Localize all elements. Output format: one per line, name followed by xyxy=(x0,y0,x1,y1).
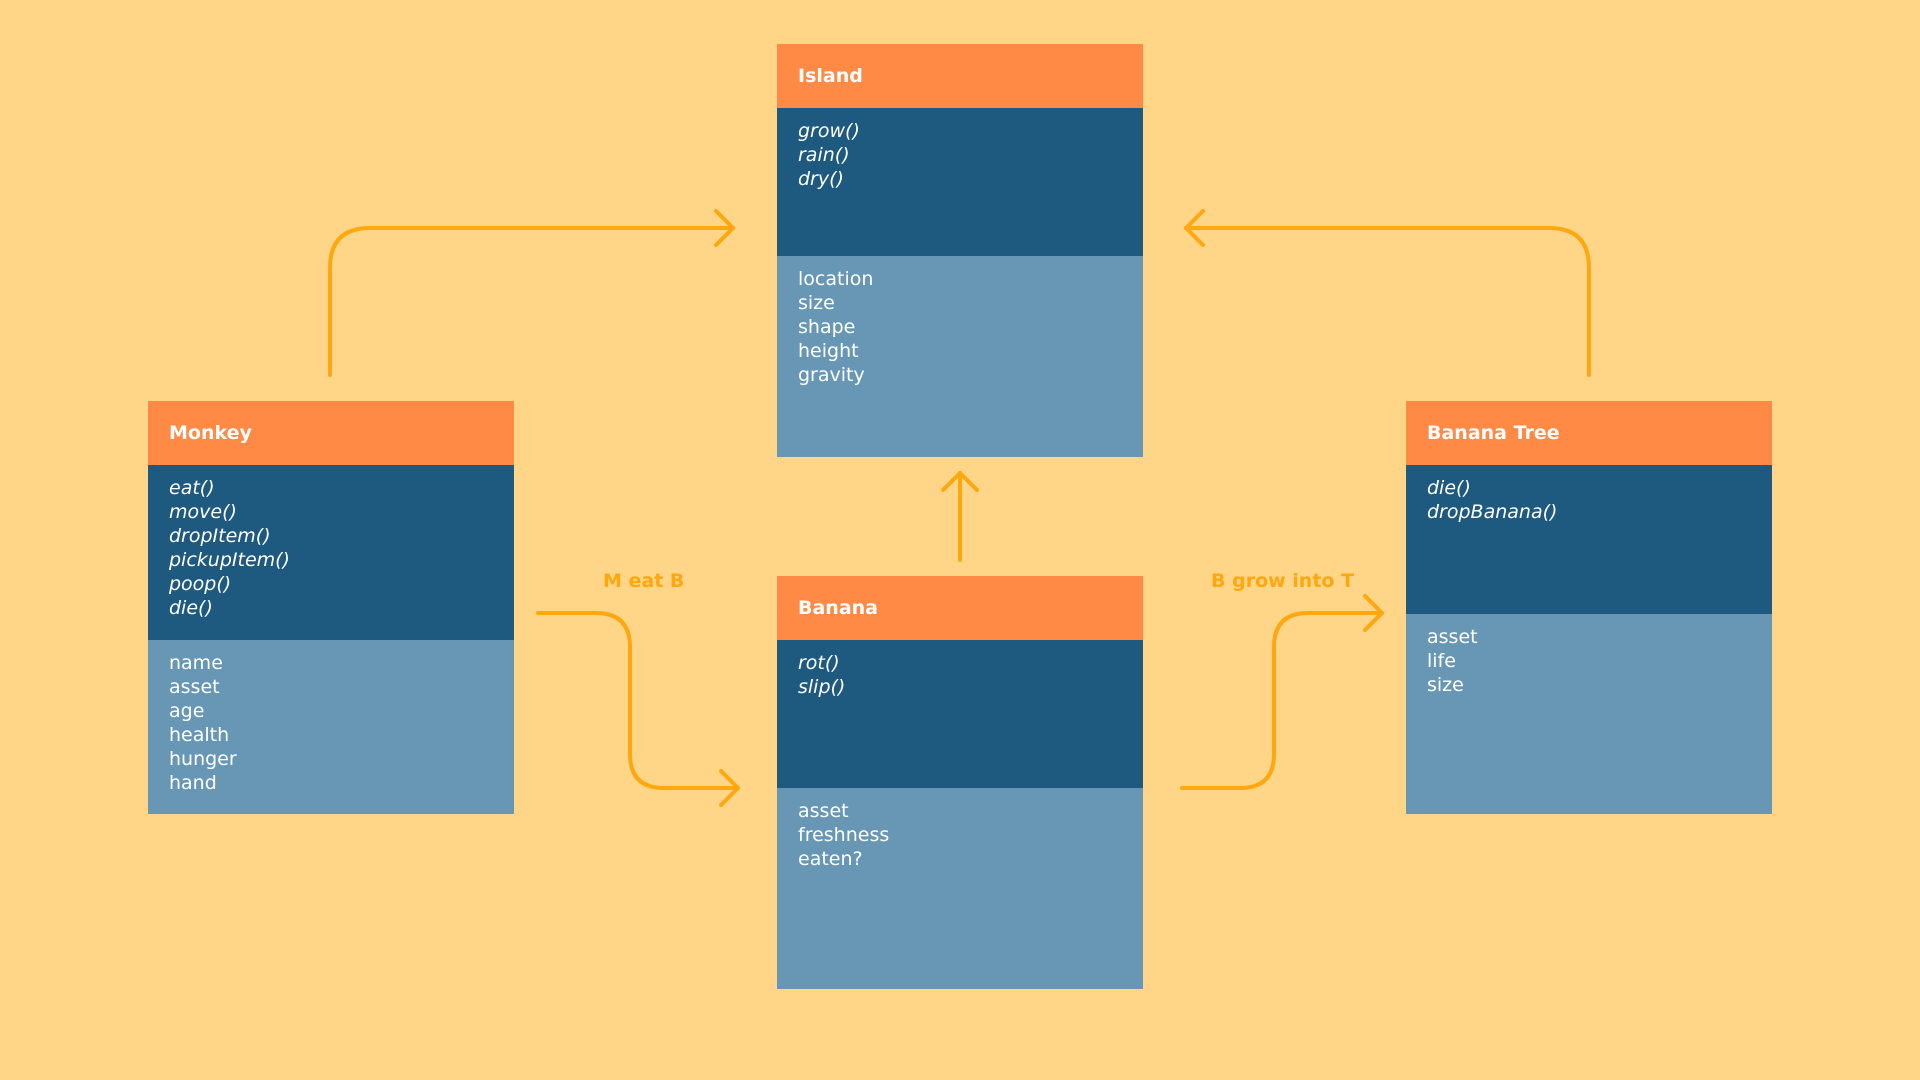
attribute: size xyxy=(1427,674,1464,696)
attribute: size xyxy=(798,292,835,314)
class-island-attributes: location size shape height gravity xyxy=(777,256,1143,457)
class-banana-tree-methods: die() dropBanana() xyxy=(1406,465,1772,614)
class-banana-tree-name: Banana Tree xyxy=(1406,401,1772,465)
arrowhead-monkey-to-banana xyxy=(719,769,740,807)
arrow-monkey-to-island xyxy=(328,226,735,377)
attribute: age xyxy=(169,700,205,722)
attribute: asset xyxy=(798,800,849,822)
class-monkey-methods: eat() move() dropItem() pickupItem() poo… xyxy=(148,465,514,640)
class-monkey-attributes: name asset age health hunger hand xyxy=(148,640,514,814)
arrowhead-banana-to-tree xyxy=(1363,594,1384,632)
method: die() xyxy=(1427,477,1471,499)
class-monkey-name: Monkey xyxy=(148,401,514,465)
relation-label-banana-grows-tree: B grow into T xyxy=(1211,570,1355,592)
method: dropItem() xyxy=(169,525,271,547)
class-banana-attributes: asset freshness eaten? xyxy=(777,788,1143,989)
method: die() xyxy=(169,597,213,619)
method: dropBanana() xyxy=(1427,501,1558,523)
attribute: height xyxy=(798,340,859,362)
class-banana-methods: rot() slip() xyxy=(777,640,1143,788)
method: rot() xyxy=(798,652,840,674)
relation-label-monkey-eats-banana: M eat B xyxy=(603,570,685,592)
arrowhead-monkey-to-island xyxy=(714,209,735,247)
attribute: location xyxy=(798,268,874,290)
attribute: life xyxy=(1427,650,1456,672)
attribute: asset xyxy=(1427,626,1478,648)
attribute: name xyxy=(169,652,223,674)
attribute: asset xyxy=(169,676,220,698)
class-banana-tree: Banana Tree die() dropBanana() asset lif… xyxy=(1406,401,1772,814)
attribute: freshness xyxy=(798,824,890,846)
attribute: health xyxy=(169,724,230,746)
method: grow() xyxy=(798,120,860,142)
attribute: hand xyxy=(169,772,217,794)
class-banana-tree-attributes: asset life size xyxy=(1406,614,1772,814)
attribute: eaten? xyxy=(798,848,863,870)
method: dry() xyxy=(798,168,844,190)
arrow-banana-to-tree xyxy=(1180,611,1384,790)
method: pickupItem() xyxy=(169,549,290,571)
method: eat() xyxy=(169,477,215,499)
class-island-name: Island xyxy=(777,44,1143,108)
method: rain() xyxy=(798,144,850,166)
attribute: gravity xyxy=(798,364,865,386)
method: poop() xyxy=(169,573,232,595)
arrow-monkey-to-banana xyxy=(536,611,740,790)
arrowhead-banana-to-island xyxy=(941,471,979,492)
class-island-methods: grow() rain() dry() xyxy=(777,108,1143,256)
class-island: Island grow() rain() dry() location size… xyxy=(777,44,1143,457)
attribute: hunger xyxy=(169,748,237,770)
method: move() xyxy=(169,501,237,523)
arrow-tree-to-island xyxy=(1184,226,1591,377)
arrowhead-tree-to-island xyxy=(1184,209,1205,247)
method: slip() xyxy=(798,676,846,698)
class-banana-name: Banana xyxy=(777,576,1143,640)
class-banana: Banana rot() slip() asset freshness eate… xyxy=(777,576,1143,989)
class-monkey: Monkey eat() move() dropItem() pickupIte… xyxy=(148,401,514,814)
attribute: shape xyxy=(798,316,856,338)
